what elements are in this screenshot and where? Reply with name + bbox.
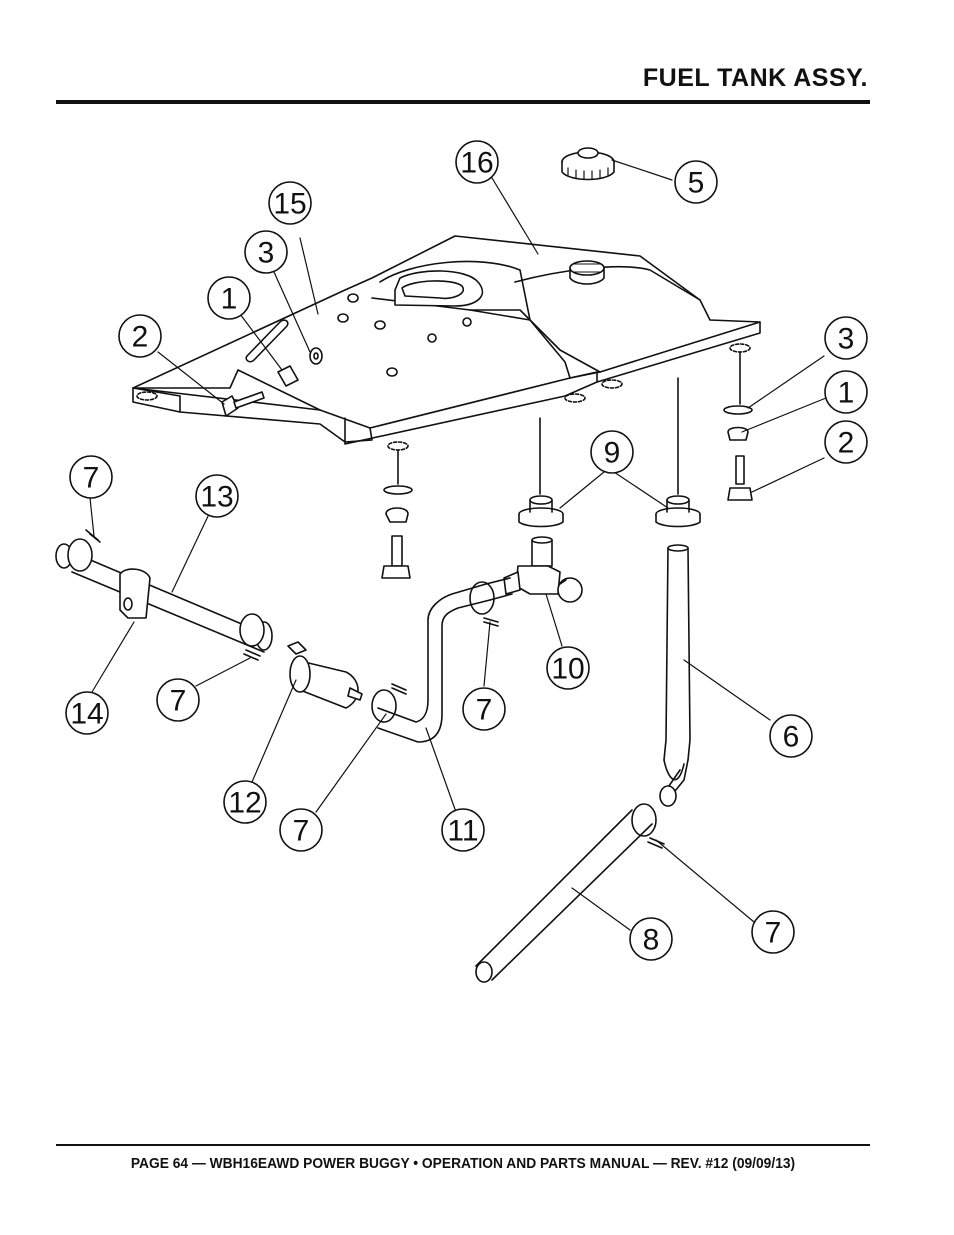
callout-1-right: 1 xyxy=(838,377,855,410)
callout-circles xyxy=(65,140,868,961)
callout-3-right: 3 xyxy=(838,323,855,356)
callout-10: 10 xyxy=(551,653,584,686)
callout-3-left: 3 xyxy=(258,237,275,270)
callout-14: 14 xyxy=(70,698,103,731)
callout-7-valve: 7 xyxy=(476,694,493,727)
header-rule xyxy=(56,100,870,104)
callout-15: 15 xyxy=(273,188,306,221)
fuel-filter xyxy=(287,641,363,709)
callout-7-filter-right: 7 xyxy=(293,815,310,848)
callout-11: 11 xyxy=(447,815,478,848)
left-mount-hardware xyxy=(221,347,323,417)
callout-16: 16 xyxy=(460,147,493,180)
page-title: FUEL TANK ASSY. xyxy=(642,64,868,92)
center-mount-hardware xyxy=(381,449,413,579)
footer-rule xyxy=(56,1144,870,1146)
hose-clamps xyxy=(67,529,665,849)
callout-1-left: 1 xyxy=(221,283,238,316)
grommets xyxy=(518,377,701,528)
fuel-line-6 xyxy=(659,544,691,807)
callout-2-left: 2 xyxy=(132,321,149,354)
callout-8: 8 xyxy=(643,924,660,957)
callout-5: 5 xyxy=(688,167,705,200)
callout-12: 12 xyxy=(228,787,261,820)
right-mount-hardware xyxy=(723,351,753,501)
fuel-line-8 xyxy=(475,809,653,983)
callout-2-right: 2 xyxy=(838,427,855,460)
callout-9: 9 xyxy=(604,437,621,470)
page-footer: PAGE 64 — WBH16EAWD POWER BUGGY • OPERAT… xyxy=(130,1155,796,1172)
callout-13: 13 xyxy=(200,481,233,514)
callout-7-top-left: 7 xyxy=(83,462,100,495)
leader-lines xyxy=(89,159,827,931)
callout-6: 6 xyxy=(783,721,800,754)
callout-7-bottom-right: 7 xyxy=(765,917,782,950)
fuel-tank-body xyxy=(132,235,761,451)
shutoff-valve xyxy=(503,536,583,603)
fuel-line-11 xyxy=(377,577,513,743)
fuel-cap xyxy=(561,147,615,181)
callout-7-filter-left: 7 xyxy=(170,685,187,718)
